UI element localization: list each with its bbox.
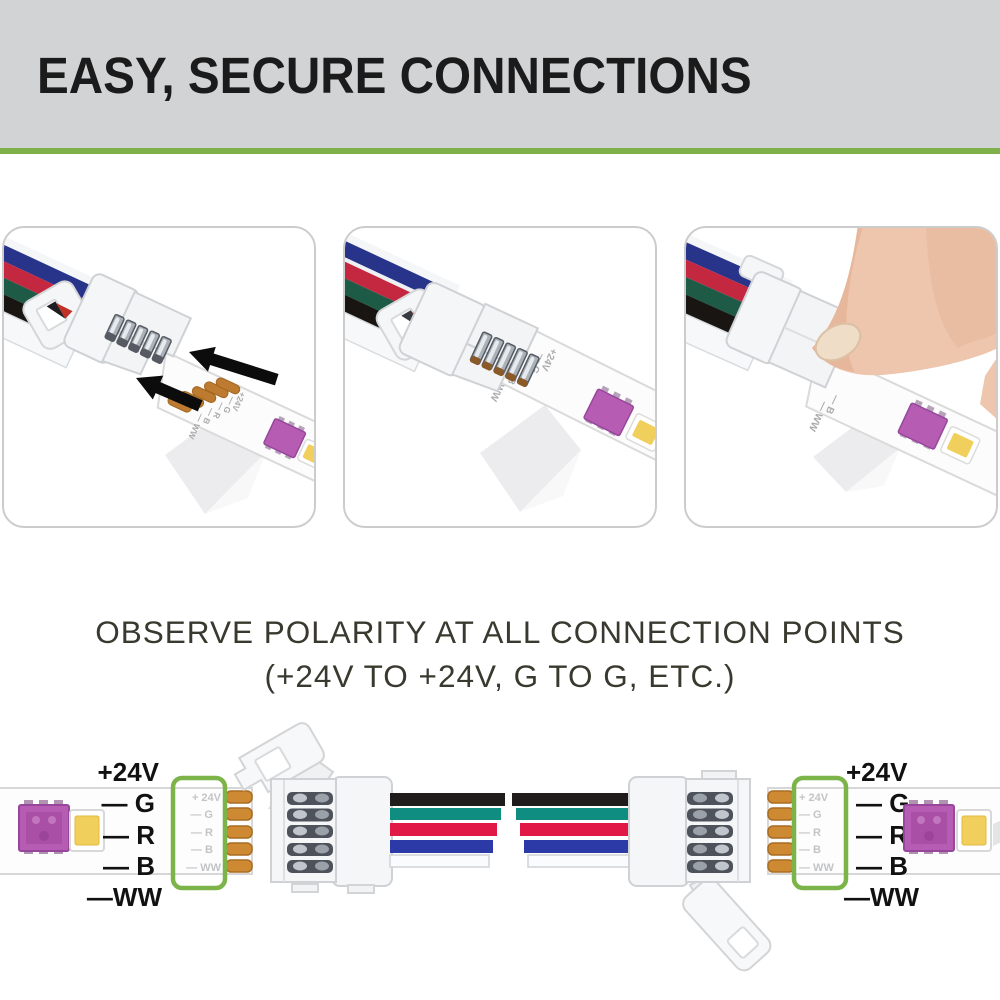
svg-text:— R: — R [799, 827, 821, 839]
svg-text:— WW: — WW [186, 862, 221, 874]
svg-text:— B: — B [191, 844, 213, 856]
svg-text:—WW: —WW [844, 882, 920, 912]
svg-text:— B: — B [103, 851, 155, 881]
svg-text:— G: — G [190, 809, 213, 821]
svg-text:— R: — R [191, 827, 213, 839]
svg-text:+ 24V: + 24V [799, 792, 829, 804]
svg-text:+24V: +24V [846, 757, 908, 787]
svg-text:—WW: —WW [87, 882, 163, 912]
svg-text:— B: — B [799, 844, 821, 856]
svg-text:— G: — G [799, 809, 822, 821]
svg-text:— R: — R [856, 820, 908, 850]
svg-text:— R: — R [103, 820, 155, 850]
svg-text:— G: — G [856, 788, 909, 818]
svg-text:— B: — B [856, 851, 908, 881]
svg-text:— WW: — WW [799, 862, 834, 874]
svg-text:+ 24V: + 24V [192, 792, 222, 804]
svg-text:+24V: +24V [98, 757, 160, 787]
svg-text:— G: — G [102, 788, 155, 818]
